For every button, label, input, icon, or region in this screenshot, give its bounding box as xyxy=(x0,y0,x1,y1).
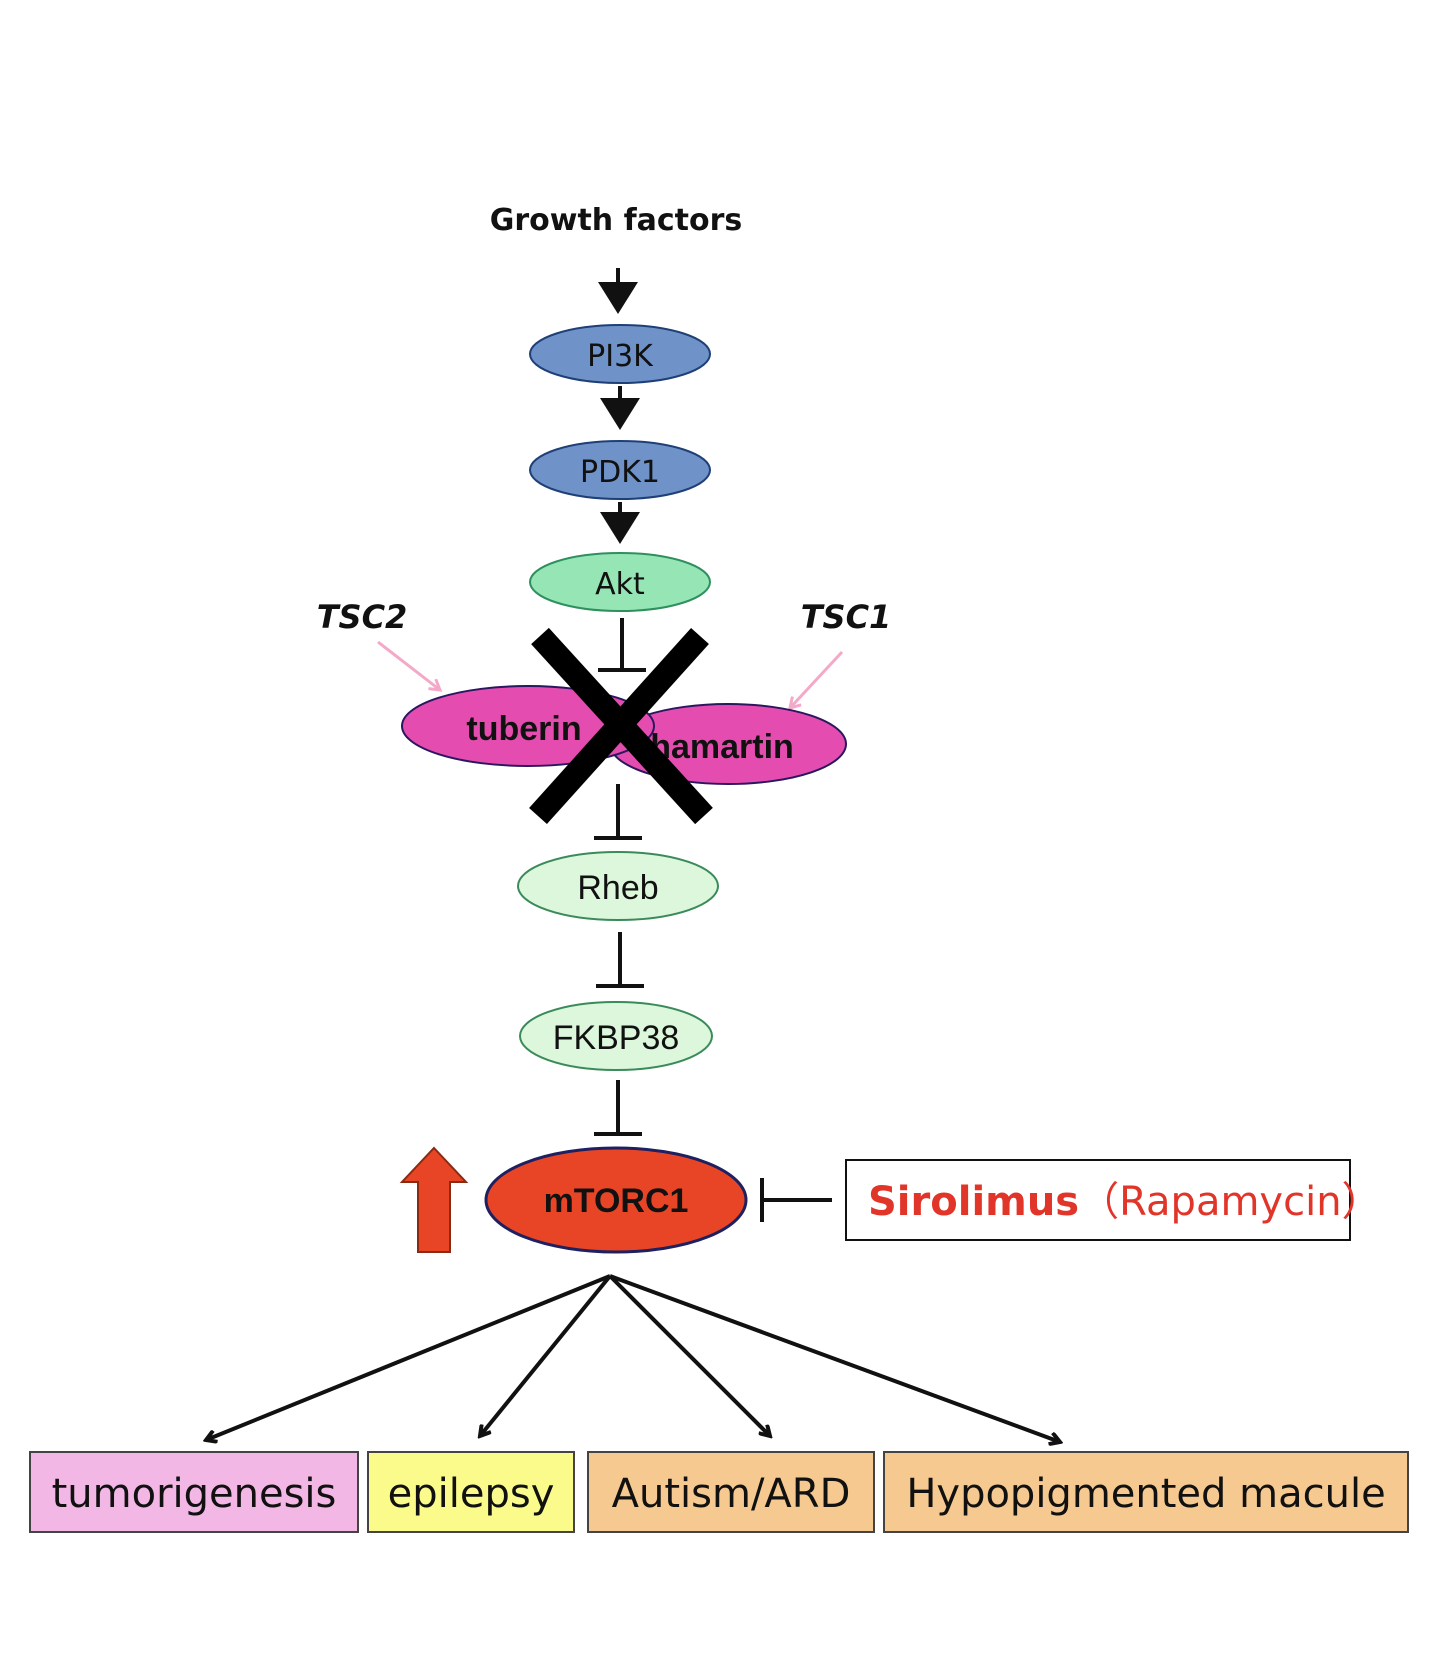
increase-up-arrow-icon xyxy=(399,1146,469,1253)
pi3k-label: PI3K xyxy=(587,339,654,374)
rheb-node: Rheb xyxy=(517,851,719,921)
outcome-arrows xyxy=(206,1274,1060,1442)
pdk1-label: PDK1 xyxy=(580,455,660,490)
outcome-autism-ard: Autism/ARD xyxy=(587,1451,875,1533)
pdk1-node: PDK1 xyxy=(529,440,711,500)
inhibition-akt-tsc xyxy=(598,618,646,672)
akt-label: Akt xyxy=(595,567,645,602)
mtorc1-node: mTORC1 xyxy=(484,1146,748,1254)
fkbp38-label: FKBP38 xyxy=(553,1019,680,1057)
rheb-label: Rheb xyxy=(577,869,658,907)
loss-of-function-cross xyxy=(529,627,713,825)
tsc2-pointer-arrow xyxy=(377,640,440,690)
outcome-hypopigmented-macule: Hypopigmented macule xyxy=(883,1451,1409,1533)
fkbp38-node: FKBP38 xyxy=(519,1001,713,1071)
inhibition-fkbp38-mtorc1 xyxy=(594,1080,642,1136)
growth-factors-label: Growth factors xyxy=(490,203,743,238)
outcome-tumorigenesis: tumorigenesis xyxy=(29,1451,359,1533)
sirolimus-label: Sirolimus xyxy=(868,1179,1079,1225)
arrow-to-hypopigmented-macule xyxy=(609,1274,1060,1442)
pi3k-node: PI3K xyxy=(529,324,711,384)
inhibition-rheb-fkbp38 xyxy=(596,932,644,988)
tsc1-pointer-arrow xyxy=(790,650,844,708)
sirolimus-box: Sirolimus（Rapamycin） xyxy=(845,1159,1382,1241)
outcome-autism-ard-label: Autism/ARD xyxy=(612,1471,851,1517)
outcome-epilepsy-label: epilepsy xyxy=(388,1471,555,1517)
outcome-tumorigenesis-label: tumorigenesis xyxy=(52,1471,337,1517)
hamartin-label: hamartin xyxy=(650,728,794,766)
akt-node: Akt xyxy=(529,552,711,612)
inhibition-tsc-rheb xyxy=(594,784,642,840)
arrow-to-tumorigenesis xyxy=(206,1274,611,1440)
outcome-epilepsy: epilepsy xyxy=(367,1451,575,1533)
rapamycin-label: （Rapamycin） xyxy=(1079,1179,1381,1225)
mtorc1-label: mTORC1 xyxy=(544,1182,689,1220)
tsc2-label: TSC2 xyxy=(317,598,408,636)
tuberin-label: tuberin xyxy=(466,710,581,748)
outcome-hypopigmented-macule-label: Hypopigmented macule xyxy=(906,1471,1385,1517)
arrow-to-autism xyxy=(608,1274,770,1436)
svg-text:Sirolimus（Rapamycin）: Sirolimus（Rapamycin） xyxy=(868,1179,1382,1225)
arrow-to-epilepsy xyxy=(480,1274,612,1436)
inhibition-sirolimus-mtorc1 xyxy=(760,1178,832,1222)
tsc1-label: TSC1 xyxy=(801,598,892,636)
